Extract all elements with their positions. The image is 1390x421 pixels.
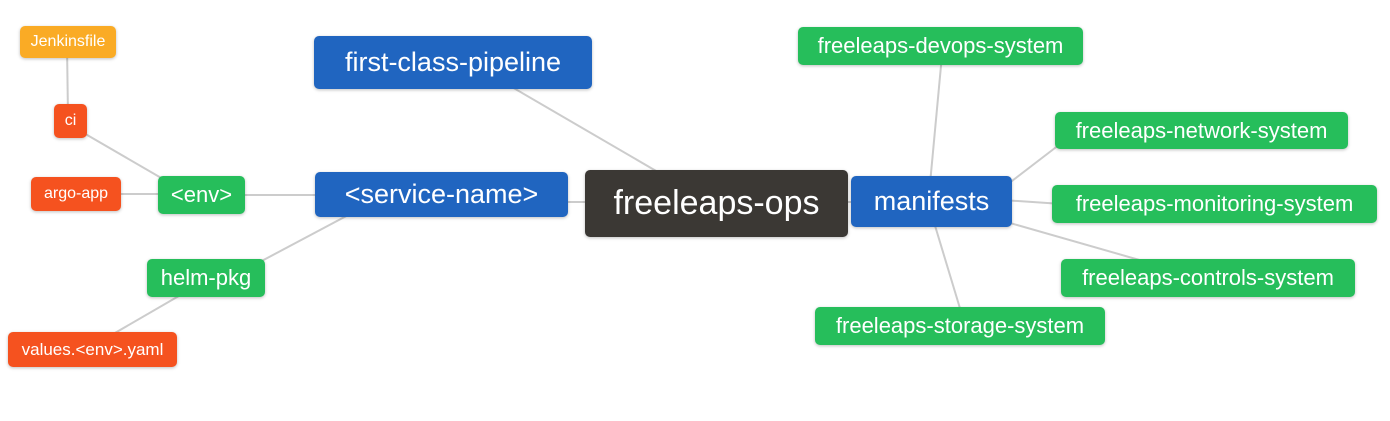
node-freeleaps-devops-system[interactable]: freeleaps-devops-system <box>798 27 1083 65</box>
node-freeleaps-storage-system[interactable]: freeleaps-storage-system <box>815 307 1105 345</box>
node-service-name[interactable]: <service-name> <box>315 172 568 217</box>
edge-first-class-pipeline-to-freeleaps-ops <box>504 82 664 176</box>
edge-ci-to-env <box>81 131 164 180</box>
node-freeleaps-controls-system[interactable]: freeleaps-controls-system <box>1061 259 1355 297</box>
node-freeleaps-monitoring-system[interactable]: freeleaps-monitoring-system <box>1052 185 1377 223</box>
node-values-env-yaml[interactable]: values.<env>.yaml <box>8 332 177 367</box>
node-jenkinsfile[interactable]: Jenkinsfile <box>20 26 116 58</box>
node-first-class-pipeline[interactable]: first-class-pipeline <box>314 36 592 89</box>
edge-manifests-to-freeleaps-storage-system <box>932 218 963 316</box>
node-manifests[interactable]: manifests <box>851 176 1012 227</box>
node-argo-app[interactable]: argo-app <box>31 177 121 211</box>
edge-service-name-to-helm-pkg <box>255 212 353 265</box>
node-helm-pkg[interactable]: helm-pkg <box>147 259 265 297</box>
node-freeleaps-network-system[interactable]: freeleaps-network-system <box>1055 112 1348 149</box>
edge-manifests-to-freeleaps-controls-system <box>1002 220 1151 264</box>
edge-manifests-to-freeleaps-devops-system <box>929 54 943 185</box>
node-freeleaps-ops[interactable]: freeleaps-ops <box>585 170 848 237</box>
node-ci[interactable]: ci <box>54 104 87 138</box>
edge-helm-pkg-to-values-env-yaml <box>107 292 185 338</box>
node-env[interactable]: <env> <box>158 176 245 214</box>
